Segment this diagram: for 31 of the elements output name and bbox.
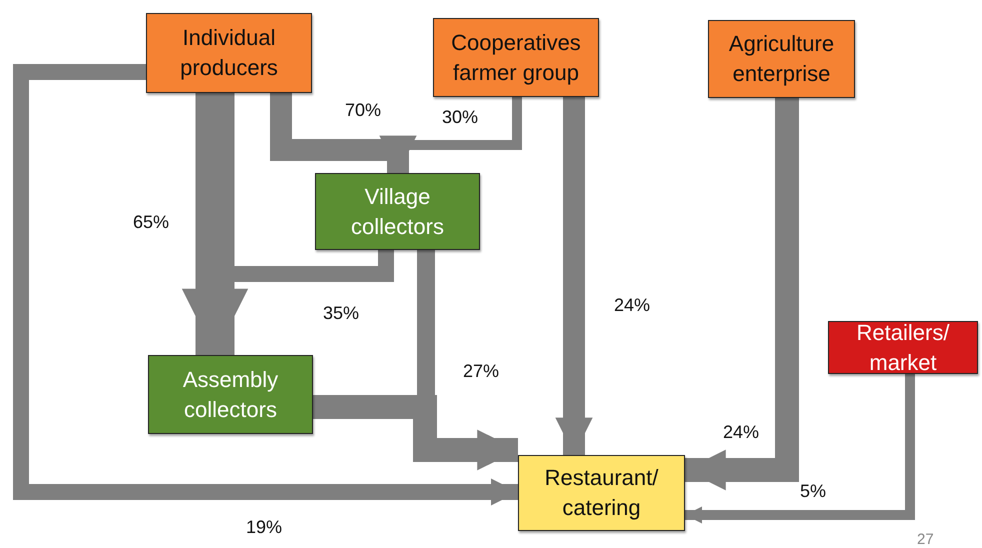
flow-arrow bbox=[182, 93, 248, 355]
flow-arrow bbox=[13, 64, 518, 506]
process-box bbox=[433, 18, 599, 97]
process-box bbox=[146, 13, 312, 93]
edge-label: 65% bbox=[133, 212, 170, 233]
edge-label: 19% bbox=[246, 517, 282, 538]
node-label: Retailers/ market bbox=[856, 318, 950, 376]
node-label: Agriculture enterprise bbox=[728, 30, 836, 88]
process-box bbox=[518, 455, 685, 531]
process-box bbox=[828, 321, 978, 374]
edge-label: 35% bbox=[323, 303, 360, 324]
process-box bbox=[148, 355, 313, 434]
edge-label: 5% bbox=[800, 481, 826, 502]
flow-arrow bbox=[270, 93, 417, 173]
node-label: Village collectors bbox=[350, 182, 445, 240]
flow-arrow bbox=[685, 374, 915, 524]
edge-label: 70% bbox=[345, 100, 382, 121]
node-label: Cooperatives farmer group bbox=[450, 28, 582, 87]
node-label: Assembly collectors bbox=[182, 366, 280, 424]
node-label: Restaurant/ catering bbox=[544, 464, 660, 522]
edge-label: 27% bbox=[463, 361, 500, 382]
flow-arrow bbox=[555, 97, 593, 455]
edge-label: 24% bbox=[614, 295, 650, 316]
process-box bbox=[315, 173, 480, 250]
node-label: Individual producers bbox=[179, 24, 279, 82]
edge-label: 24% bbox=[723, 422, 760, 443]
process-box bbox=[708, 20, 855, 98]
flow-arrow bbox=[313, 395, 518, 470]
edge-label: 30% bbox=[442, 107, 478, 128]
flow-arrow bbox=[685, 98, 799, 490]
page-number: 27 bbox=[917, 531, 934, 548]
